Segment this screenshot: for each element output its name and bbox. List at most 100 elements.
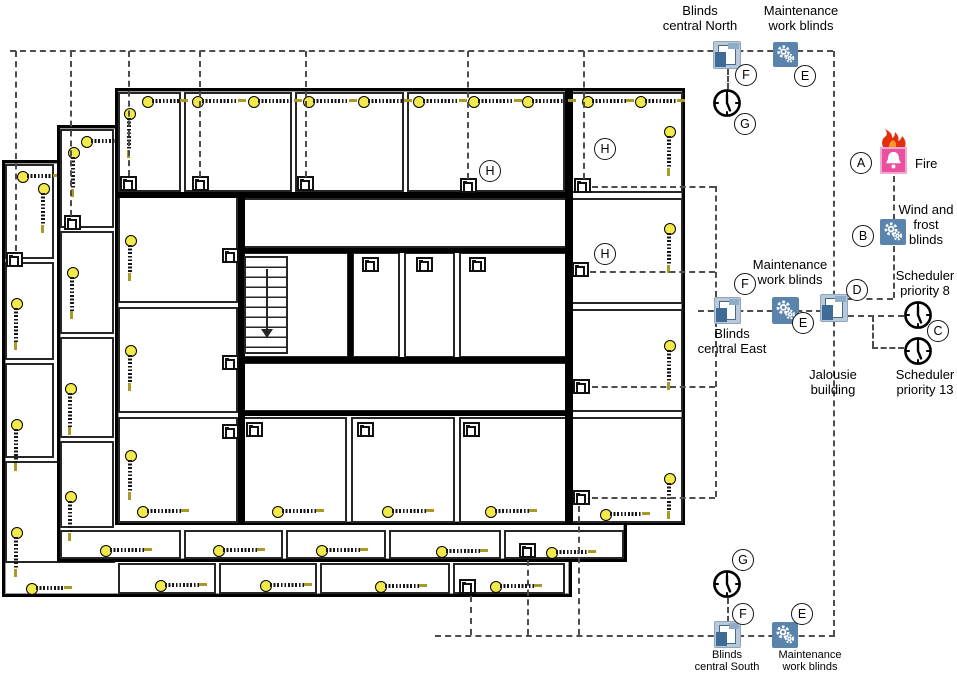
priority-letter-D: D	[846, 279, 868, 301]
dashed-connection-line	[583, 51, 585, 179]
interior-wall	[348, 252, 353, 358]
priority-letter-G: G	[732, 549, 754, 571]
blind-symbol-icon	[546, 547, 596, 559]
interior-wall	[115, 192, 567, 198]
window-actuator-icon	[573, 379, 590, 394]
window-actuator-icon	[574, 178, 591, 193]
window-actuator-icon	[573, 490, 590, 505]
scheduler-south-clock-icon	[712, 569, 742, 599]
dashed-connection-line	[592, 186, 715, 188]
blind-symbol-icon	[436, 546, 488, 558]
scheduler-priority8-clock-icon	[903, 300, 933, 330]
blinds-central-south-icon	[714, 621, 741, 648]
window-actuator-icon	[6, 252, 23, 267]
scheduler-priority13-clock-icon	[903, 336, 933, 366]
window-actuator-icon	[222, 248, 239, 263]
stairs	[244, 256, 288, 354]
blind-symbol-icon	[635, 96, 685, 108]
priority-letter-C: C	[927, 320, 949, 342]
blind-symbol-icon	[38, 183, 50, 233]
blind-symbol-icon	[125, 235, 137, 281]
blind-symbol-icon	[272, 506, 324, 518]
dashed-connection-line	[435, 635, 835, 637]
window-actuator-icon	[362, 257, 379, 272]
priority-letter-F: F	[732, 603, 754, 625]
window-actuator-icon	[246, 422, 263, 437]
blind-symbol-icon	[11, 298, 23, 350]
interior-wall	[242, 411, 567, 416]
window-actuator-icon	[416, 257, 433, 272]
maintenance-north-gear-icon	[773, 42, 798, 67]
blind-symbol-icon	[582, 96, 634, 108]
room	[118, 307, 238, 413]
blind-symbol-icon	[137, 506, 189, 518]
room	[184, 92, 292, 192]
room	[118, 563, 216, 594]
dashed-connection-line	[846, 298, 893, 300]
room	[60, 530, 181, 559]
blinds-central-north-icon	[713, 41, 741, 69]
interior-wall	[242, 357, 567, 363]
dashed-connection-line	[872, 347, 904, 349]
blind-symbol-icon	[664, 223, 676, 273]
blind-symbol-icon	[316, 545, 368, 557]
blind-symbol-icon	[375, 581, 427, 593]
room	[118, 196, 238, 303]
room	[404, 252, 455, 358]
window-actuator-icon	[469, 257, 486, 272]
window-actuator-icon	[297, 176, 314, 191]
window-actuator-icon	[222, 424, 239, 439]
blind-symbol-icon	[600, 509, 650, 521]
priority-letter-E: E	[792, 312, 814, 334]
blind-symbol-icon	[490, 581, 542, 593]
blind-symbol-icon	[65, 383, 77, 435]
group-marker-H: H	[479, 160, 501, 182]
priority-letter-E: E	[791, 603, 813, 625]
window-actuator-icon	[120, 176, 137, 191]
jalousie-building-icon	[820, 294, 848, 322]
window-actuator-icon	[519, 543, 536, 558]
room	[60, 231, 114, 334]
blind-symbol-icon	[142, 96, 188, 108]
dashed-connection-line	[715, 321, 717, 497]
dashed-connection-line	[848, 315, 904, 317]
room	[242, 198, 567, 248]
room	[219, 563, 317, 594]
blind-symbol-icon	[155, 580, 207, 592]
room	[286, 530, 386, 559]
fire-icon	[880, 129, 908, 175]
room	[184, 530, 283, 559]
dashed-connection-line	[10, 50, 833, 52]
group-marker-H: H	[594, 138, 616, 160]
priority-letter-G: G	[734, 113, 756, 135]
blind-symbol-icon	[17, 171, 61, 183]
room	[5, 363, 54, 458]
dashed-connection-line	[527, 560, 529, 635]
room	[571, 309, 683, 412]
dashed-connection-line	[578, 506, 580, 635]
priority-letter-A: A	[850, 152, 872, 174]
blind-symbol-icon	[248, 96, 302, 108]
dashed-connection-line	[70, 51, 72, 216]
blind-symbol-icon	[485, 506, 537, 518]
room	[295, 92, 404, 192]
maintenance-south-gear-icon	[772, 622, 798, 648]
blind-symbol-icon	[664, 126, 676, 176]
priority-letter-E: E	[794, 65, 816, 87]
room	[571, 198, 683, 304]
blind-symbol-icon	[67, 267, 79, 319]
interior-wall	[565, 88, 573, 525]
priority-letter-F: F	[734, 273, 756, 295]
dashed-connection-line	[833, 51, 835, 636]
window-actuator-icon	[192, 176, 209, 191]
blind-symbol-icon	[11, 527, 23, 577]
blind-symbol-icon	[125, 345, 137, 391]
dashed-connection-line	[893, 246, 895, 298]
interior-wall	[242, 248, 567, 253]
